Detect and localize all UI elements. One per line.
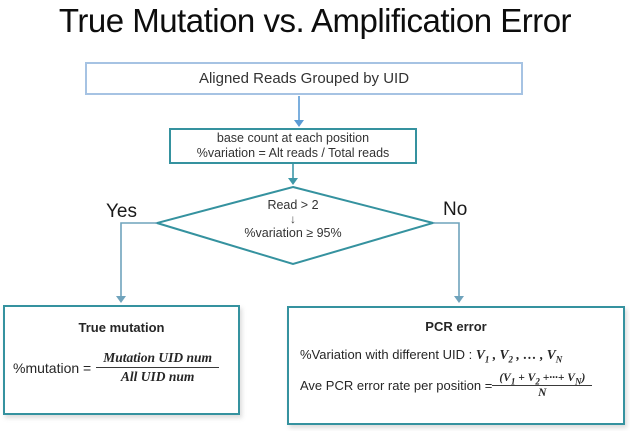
true-mutation-heading: True mutation <box>78 320 165 335</box>
mutation-numerator: Mutation UID num <box>96 350 220 368</box>
pcr-denominator: N <box>538 387 547 399</box>
pcr-formula-line: Ave PCR error rate per position = (V1 + … <box>289 372 623 399</box>
pcr-variation-line: %Variation with different UID : V1 , V2 … <box>289 347 623 365</box>
pcr-variation-terms: V1 , V2 , … , VN <box>475 347 563 365</box>
flow-arrow-2 <box>288 164 298 185</box>
pcr-variation-prefix: %Variation with different UID : <box>300 347 476 362</box>
true-mutation-box: True mutation %mutation = Mutation UID n… <box>3 305 240 415</box>
yes-branch-arrowhead <box>116 296 126 303</box>
mutation-fraction: Mutation UID num All UID num <box>96 350 220 385</box>
pcr-formula-lhs: Ave PCR error rate per position = <box>300 378 493 393</box>
process-line2: %variation = Alt reads / Total reads <box>196 146 390 160</box>
decision-text: Read > 2 ↓ %variation ≥ 95% <box>198 198 388 241</box>
page-title: True Mutation vs. Amplification Error <box>58 2 572 39</box>
no-label: No <box>443 199 468 220</box>
yes-label: Yes <box>106 201 137 222</box>
flow-arrow-1 <box>294 96 304 127</box>
decision-line1: Read > 2 <box>267 198 319 212</box>
down-arrow-icon: ↓ <box>290 212 296 226</box>
pcr-error-box: PCR error %Variation with different UID … <box>287 306 625 425</box>
decision-diamond <box>153 185 437 266</box>
yes-branch-line <box>116 222 157 303</box>
pcr-numerator: (V1 + V2 +···+ VN) <box>492 372 593 386</box>
mutation-formula: %mutation = Mutation UID num All UID num <box>5 350 238 385</box>
process-box: base count at each position %variation =… <box>169 128 417 164</box>
top-box: Aligned Reads Grouped by UID <box>85 62 523 95</box>
process-line1: base count at each position <box>216 131 370 145</box>
mutation-denominator: All UID num <box>120 369 195 384</box>
decision-line2: %variation ≥ 95% <box>244 226 342 240</box>
top-box-label: Aligned Reads Grouped by UID <box>198 70 410 87</box>
no-branch-line <box>433 222 464 303</box>
pcr-error-heading: PCR error <box>425 319 487 334</box>
pcr-fraction: (V1 + V2 +···+ VN) N <box>492 372 593 399</box>
no-branch-arrowhead <box>454 296 464 303</box>
mutation-formula-lhs: %mutation = <box>13 359 92 376</box>
